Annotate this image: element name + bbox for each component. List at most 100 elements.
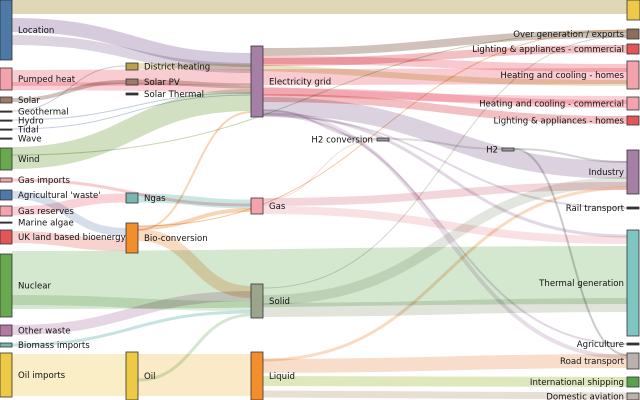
flow-biomass_imports-to-solid [11, 310, 252, 347]
label-ngas: Ngas [144, 194, 166, 204]
label-geothermal: Geothermal [18, 108, 69, 118]
node-domestic-aviation[interactable] [626, 392, 640, 400]
cropped-top-right-node[interactable] [626, 0, 640, 21]
label-oil-imports: Oil imports [18, 371, 66, 381]
label-biomass-imports: Biomass imports [18, 341, 90, 351]
label-heating-homes: Heating and cooling - homes [500, 71, 624, 81]
flow-solar-to-solar_pv [11, 80, 127, 102]
flow-h2-to-industry [513, 148, 628, 163]
node-lighting-commercial[interactable] [626, 43, 640, 55]
node-solid[interactable] [250, 283, 264, 319]
node-over-generation[interactable] [626, 28, 640, 40]
node-bio-conversion[interactable] [125, 222, 139, 254]
flow-electricity_grid-to-road_transport [262, 110, 628, 359]
flow-links [11, 0, 640, 400]
node-electricity-grid[interactable] [250, 45, 264, 118]
flow-nuclear-to-thermal_generation [11, 246, 628, 309]
label-electricity-grid: Electricity grid [269, 78, 331, 88]
label-nuclear: Nuclear [18, 282, 52, 292]
flow-gas_reserves-to-ngas [11, 193, 127, 216]
label-hydro: Hydro [18, 117, 44, 127]
flow-gas-to-h2_conversion [262, 139, 378, 201]
flow-location-to-electricity_grid [11, 18, 252, 67]
node-solar[interactable] [0, 96, 13, 104]
label-rail-transport: Rail transport [566, 204, 625, 214]
label-other-waste: Other waste [18, 327, 71, 337]
node-pumped-heat[interactable] [0, 67, 13, 91]
flow-uk_bioenergy-to-bio_conversion [11, 231, 127, 251]
node-tidal[interactable] [0, 128, 13, 131]
flow-ngas-to-gas [137, 193, 252, 209]
label-wind: Wind [18, 155, 40, 165]
label-h2-conversion: H2 conversion [311, 136, 373, 146]
label-agriculture: Agriculture [577, 340, 624, 350]
label-gas: Gas [269, 202, 286, 212]
flow-other_waste-to-solid [11, 291, 252, 335]
node-ngas[interactable] [125, 192, 139, 204]
label-solar: Solar [18, 96, 40, 106]
label-road-transport: Road transport [560, 357, 625, 367]
node-geothermal[interactable] [0, 110, 13, 113]
node-biomass-imports[interactable] [0, 342, 13, 348]
node-nuclear[interactable] [0, 253, 13, 318]
node-solar-thermal[interactable] [125, 92, 139, 96]
label-lighting-homes: Lighting & appliances - homes [494, 117, 625, 127]
node-district-heating[interactable] [125, 62, 139, 71]
node-agri-waste[interactable] [0, 189, 13, 201]
flow-electricity_grid-to-agriculture [262, 114, 628, 345]
node-h2[interactable] [501, 147, 515, 152]
flow-district_heating-to-heating_homes [137, 63, 628, 86]
flow-electricity_grid-to-lighting_homes [262, 94, 628, 124]
node-h2-conversion[interactable] [376, 137, 390, 142]
label-pumped-heat: Pumped heat [18, 75, 76, 85]
node-gas-imports[interactable] [0, 177, 13, 183]
node-wave[interactable] [0, 137, 13, 140]
flow-wind-to-over_generation [11, 31, 628, 156]
label-thermal-generation: Thermal generation [538, 279, 624, 289]
flow-bio_conversion-to-electricity_grid [137, 111, 252, 231]
label-domestic-aviation: Domestic aviation [546, 393, 624, 400]
node-rail-transport[interactable] [626, 206, 640, 210]
label-liquid: Liquid [269, 372, 295, 382]
node-lighting-homes[interactable] [626, 115, 640, 126]
label-lighting-commercial: Lighting & appliances - commercial [472, 45, 624, 55]
flow-liquid-to-international_shipping [262, 376, 628, 387]
flow-solar_pv-to-electricity_grid [137, 79, 252, 89]
node-industry[interactable] [626, 149, 640, 195]
node-oil[interactable] [125, 351, 139, 400]
flow-electricity_grid-to-industry [262, 97, 628, 179]
flow-electricity_grid-to-heating_commercial [262, 88, 628, 108]
flow-hydro-to-electricity_grid [11, 92, 252, 121]
label-oil: Oil [144, 372, 156, 382]
node-wind[interactable] [0, 147, 13, 171]
node-gas-reserves[interactable] [0, 205, 13, 217]
flow-oil-to-solid [137, 313, 252, 382]
node-liquid[interactable] [250, 351, 264, 400]
label-solar-thermal: Solar Thermal [144, 90, 204, 100]
node-international-shipping[interactable] [626, 376, 640, 388]
node-heating-commercial[interactable] [626, 96, 640, 111]
node-location[interactable] [0, 0, 13, 61]
node-heating-homes[interactable] [626, 60, 640, 90]
label-over-generation: Over generation / exports [513, 30, 624, 40]
flow-solid-to-industry [262, 177, 628, 305]
label-industry: Industry [589, 168, 624, 178]
label-bio-conversion: Bio-conversion [144, 234, 208, 244]
flow-electricity_grid-to-lighting_commercial [262, 45, 628, 66]
node-hydro[interactable] [0, 119, 13, 122]
node-marine-algae[interactable] [0, 221, 13, 224]
label-location: Location [18, 26, 54, 36]
node-other-waste[interactable] [0, 324, 13, 337]
node-thermal-generation[interactable] [626, 229, 640, 337]
label-marine-algae: Marine algae [18, 219, 74, 229]
label-solid: Solid [269, 297, 290, 307]
node-oil-imports[interactable] [0, 352, 13, 398]
node-uk-bioenergy[interactable] [0, 229, 13, 245]
node-gas[interactable] [250, 197, 264, 215]
node-agriculture[interactable] [626, 342, 640, 346]
node-road-transport[interactable] [626, 352, 640, 370]
node-solar-pv[interactable] [125, 78, 139, 86]
